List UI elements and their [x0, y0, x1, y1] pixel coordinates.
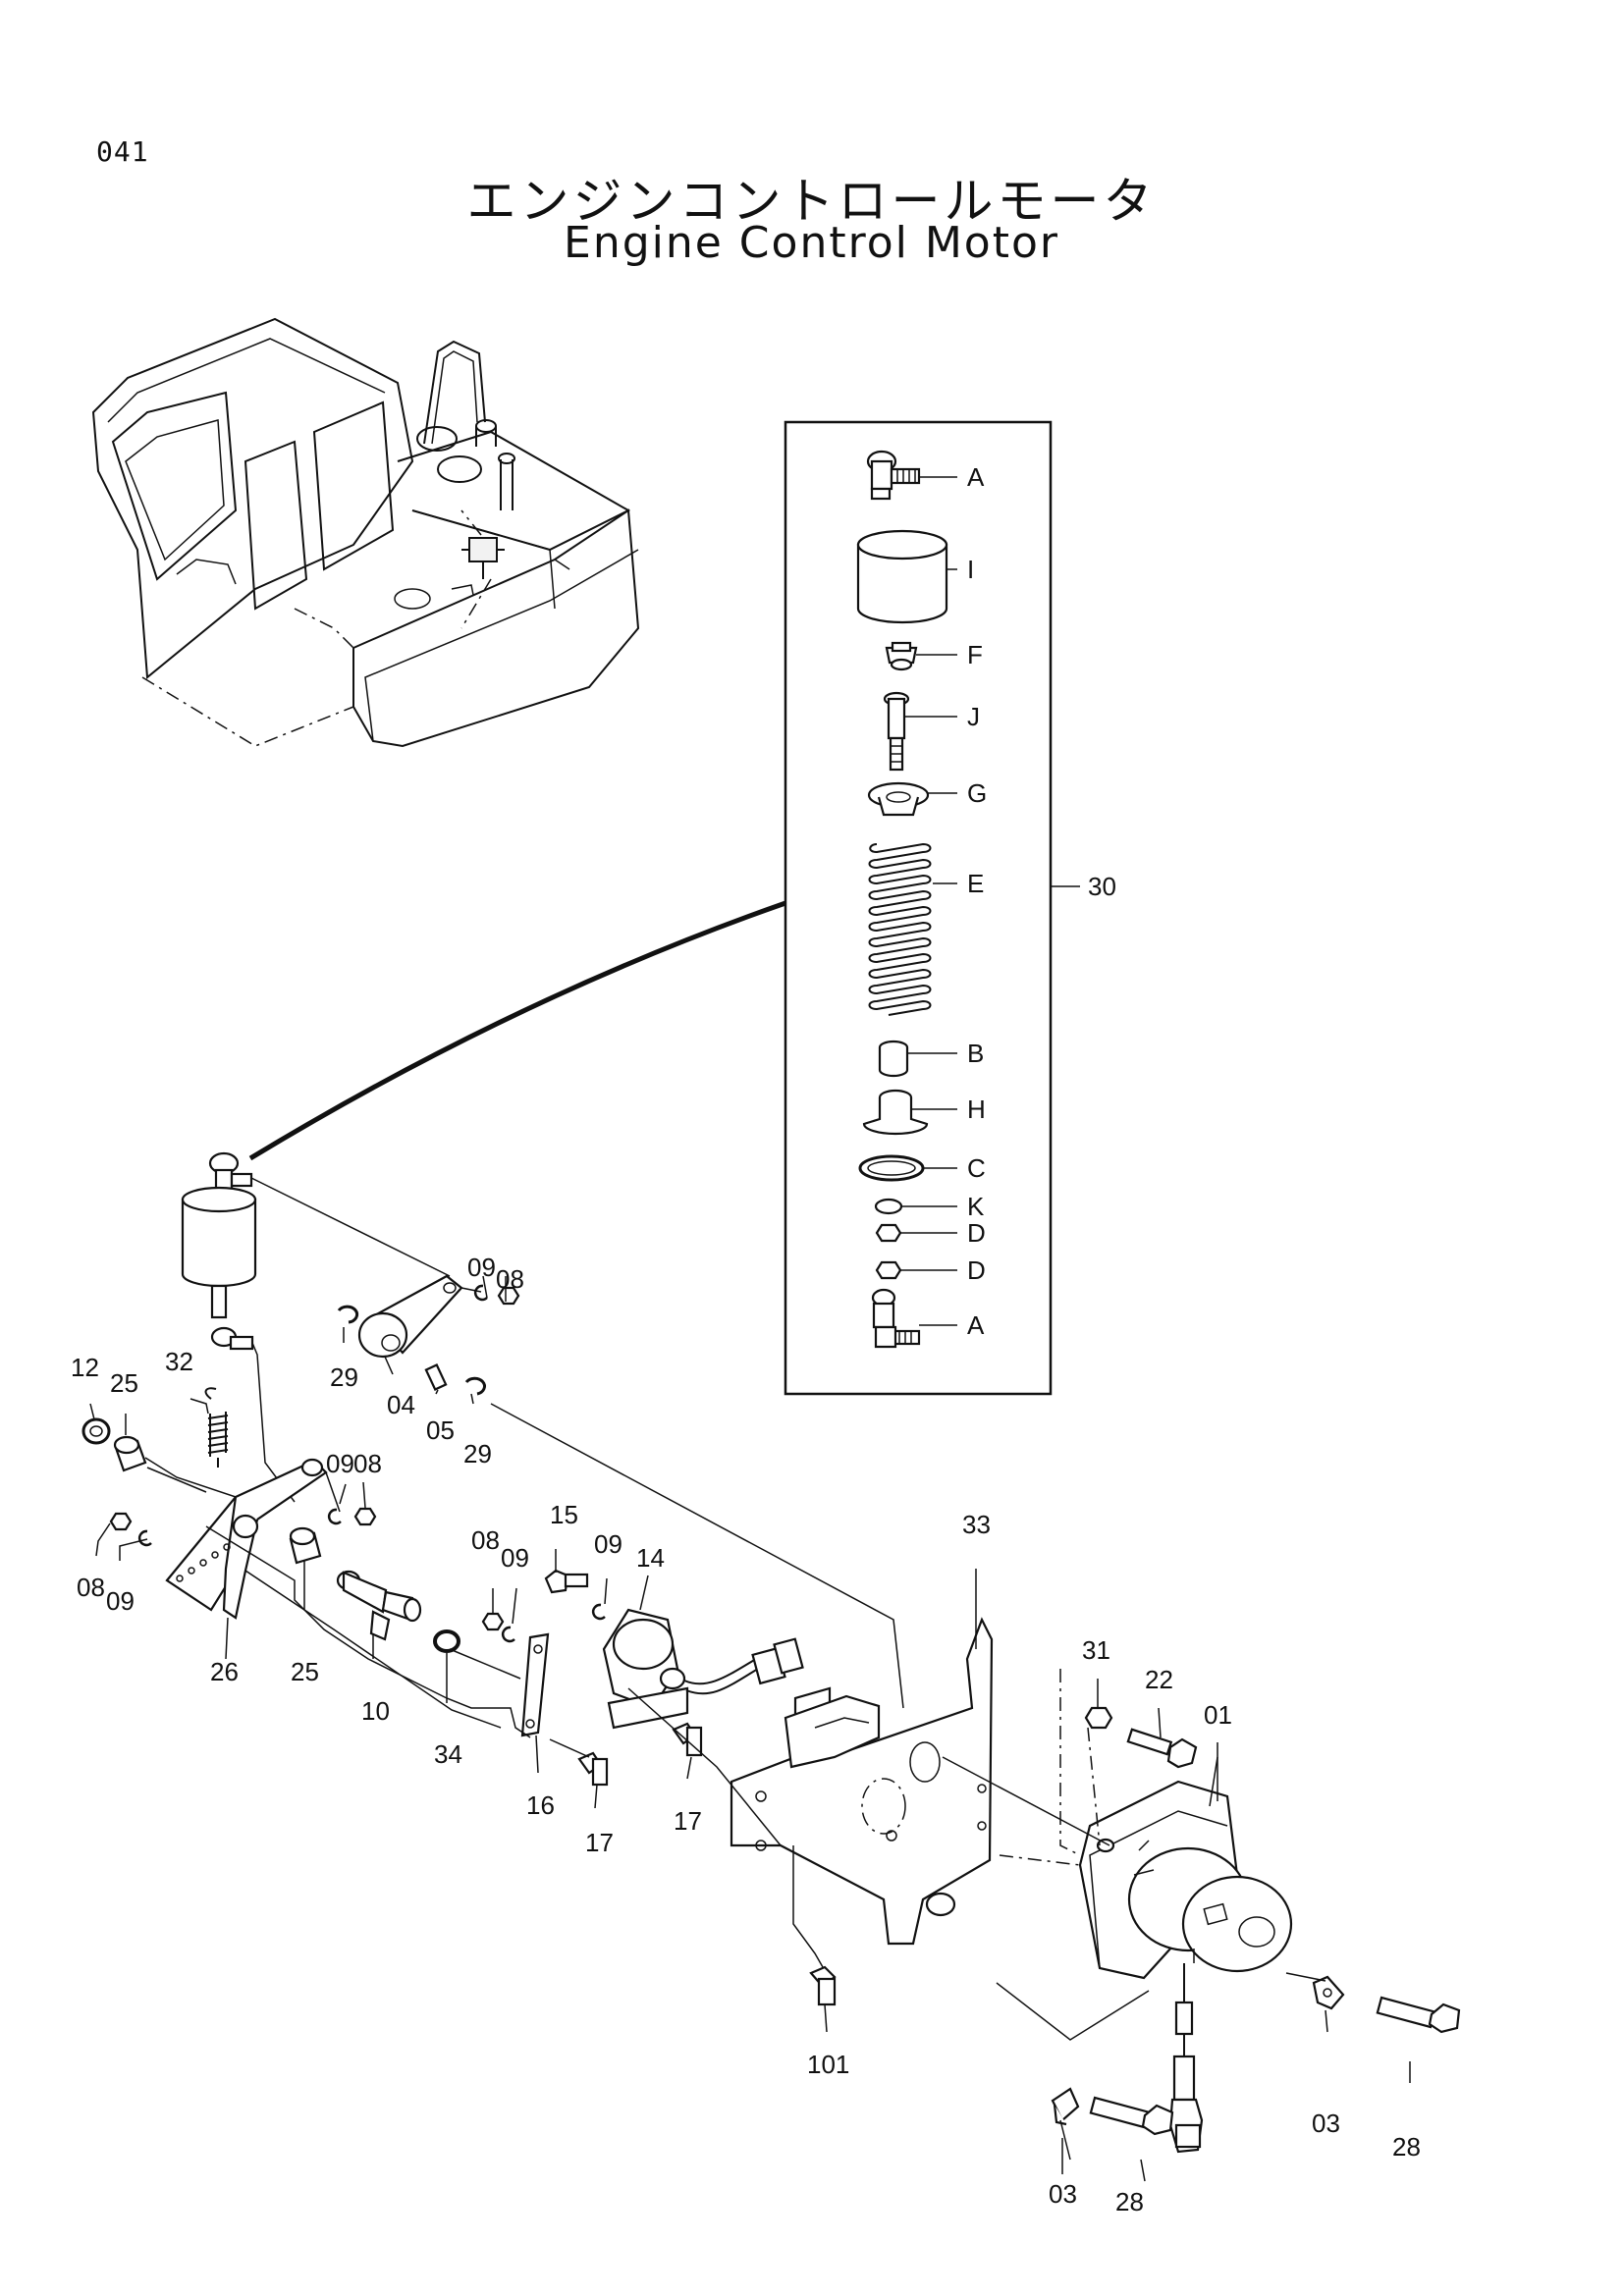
label-26: 26	[210, 1657, 239, 1686]
part-D-2	[875, 1260, 902, 1280]
label-D-2: D	[967, 1255, 986, 1285]
label-15: 15	[550, 1500, 578, 1529]
label-A-top: A	[967, 462, 985, 492]
label-09-a: 09	[467, 1253, 496, 1282]
label-34: 34	[434, 1739, 462, 1769]
bolt-17-a	[672, 1722, 703, 1757]
position-sensor-14	[602, 1608, 804, 1730]
bolt-22	[1126, 1728, 1198, 1769]
label-09-e: 09	[594, 1529, 622, 1559]
label-09-d: 09	[501, 1543, 529, 1573]
label-22: 22	[1145, 1665, 1173, 1694]
clip-29-b	[464, 1376, 486, 1396]
label-05: 05	[426, 1415, 455, 1445]
label-H: H	[967, 1095, 986, 1124]
part-C	[858, 1154, 925, 1182]
motor-01	[1078, 1780, 1293, 2154]
bushing-25-b	[289, 1526, 322, 1565]
label-29-a: 29	[330, 1362, 358, 1392]
label-08-b: 08	[353, 1449, 382, 1478]
label-I: I	[967, 555, 974, 584]
bolt-28-a	[1089, 2096, 1174, 2136]
label-29-b: 29	[463, 1439, 492, 1468]
label-25-a: 25	[110, 1368, 138, 1398]
part-A-bottom	[871, 1288, 921, 1349]
shaft-10	[336, 1570, 422, 1641]
label-28-a: 28	[1115, 2187, 1144, 2216]
part-H	[862, 1089, 929, 1136]
label-12: 12	[71, 1353, 99, 1382]
bracket-33	[730, 1617, 994, 1946]
bellcrank-26	[165, 1458, 328, 1620]
clip-12	[81, 1417, 111, 1445]
part-K	[874, 1198, 903, 1215]
label-25-b: 25	[291, 1657, 319, 1686]
label-F: F	[967, 640, 983, 669]
label-J: J	[967, 702, 980, 731]
label-101: 101	[807, 2050, 849, 2079]
label-32: 32	[165, 1347, 193, 1376]
part-B	[878, 1040, 909, 1078]
label-01: 01	[1204, 1700, 1232, 1730]
label-09-b: 09	[326, 1449, 354, 1478]
page-number: 041	[96, 135, 149, 168]
label-A-bottom: A	[967, 1310, 985, 1340]
label-04: 04	[387, 1390, 415, 1419]
label-E: E	[967, 869, 984, 898]
clip-29-a	[337, 1305, 359, 1324]
plate-16	[520, 1632, 550, 1737]
bolt-17-b	[577, 1751, 609, 1787]
label-03-b: 03	[1312, 2109, 1340, 2138]
label-G: G	[967, 778, 987, 808]
part-E	[868, 842, 932, 1016]
bolt-15	[544, 1569, 589, 1594]
label-16: 16	[526, 1790, 555, 1820]
title-english: Engine Control Motor	[564, 218, 1059, 268]
part-D-1	[875, 1223, 902, 1243]
label-31: 31	[1082, 1635, 1110, 1665]
label-assembly-30: 30	[1088, 872, 1116, 901]
washer-34	[433, 1629, 460, 1653]
part-G	[867, 781, 930, 817]
label-08-a: 08	[496, 1264, 524, 1294]
label-C: C	[967, 1153, 986, 1183]
title-japanese: エンジンコントロールモータ	[466, 173, 1157, 230]
label-10: 10	[361, 1696, 390, 1726]
label-14: 14	[636, 1543, 665, 1573]
label-08-d: 08	[471, 1525, 500, 1555]
part-A-top	[866, 450, 921, 501]
lever-arm-04	[357, 1274, 463, 1359]
bolt-28-b	[1376, 1996, 1461, 2034]
label-08-c: 08	[77, 1573, 105, 1602]
label-17-a: 17	[674, 1806, 702, 1836]
bushing-25-a	[113, 1435, 147, 1472]
label-K: K	[967, 1192, 985, 1221]
part-F	[885, 641, 918, 671]
label-03-a: 03	[1049, 2179, 1077, 2209]
label-33: 33	[962, 1510, 991, 1539]
label-D-1: D	[967, 1218, 986, 1248]
clip-03-a	[1051, 2087, 1080, 2126]
part-I	[856, 529, 948, 624]
leader-curve	[248, 900, 786, 1161]
excavator-sketch	[91, 317, 640, 748]
inset-assembly-30: A I F J G E B H C K D D A 30	[784, 420, 1116, 1396]
nut-31	[1084, 1706, 1113, 1730]
actuator-rod	[181, 1151, 257, 1351]
spring-32	[204, 1387, 229, 1468]
label-B: B	[967, 1039, 984, 1068]
label-17-b: 17	[585, 1828, 614, 1857]
label-09-c: 09	[106, 1586, 135, 1616]
clip-03-b	[1312, 1975, 1345, 2010]
key-05	[424, 1363, 448, 1391]
main-assembly: 12 25 32 09 08 29 04 05 29 09 08 08 09 2…	[71, 1151, 1461, 2216]
bolt-101	[809, 1965, 837, 2006]
part-J	[883, 691, 910, 772]
label-28-b: 28	[1392, 2132, 1421, 2162]
